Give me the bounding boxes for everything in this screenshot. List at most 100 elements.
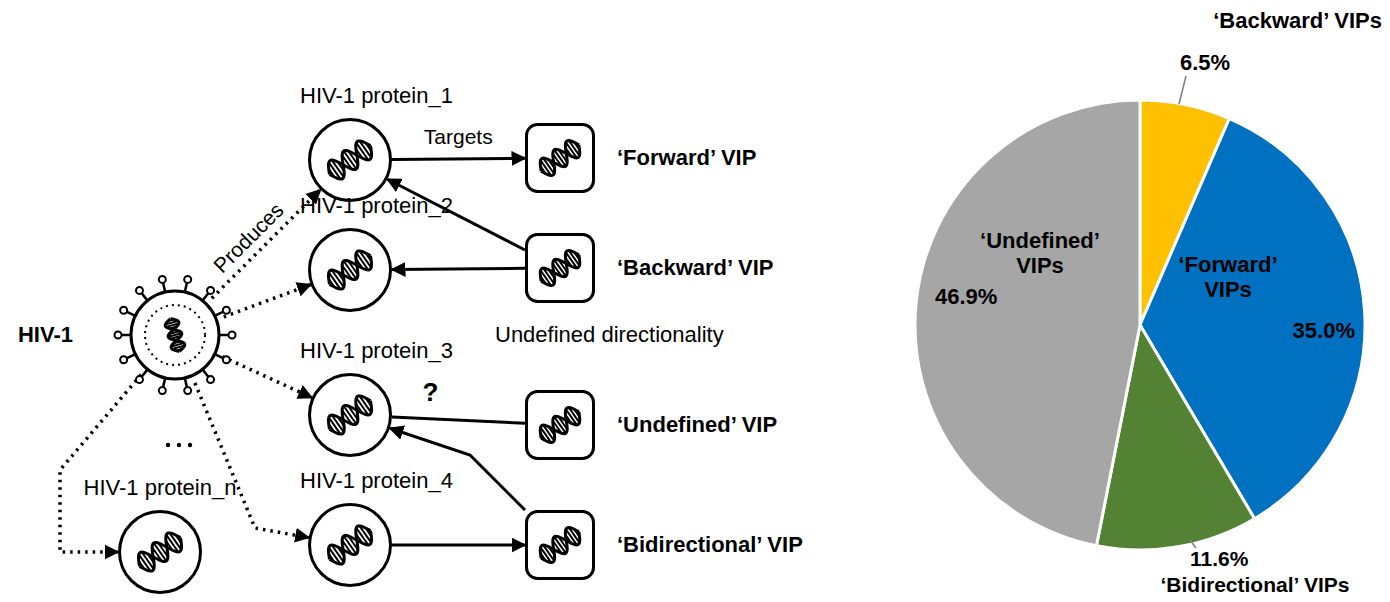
edge-label: Produces: [209, 198, 288, 277]
dna-strand: [164, 317, 186, 353]
produces-arrow: [195, 383, 309, 538]
dna-strand: [323, 137, 377, 184]
ellipsis-dot: [188, 443, 192, 447]
dna-strand: [323, 522, 377, 569]
dna-icon: [323, 137, 377, 184]
pie-label: ‘Bidirectional’ VIPs: [1160, 573, 1349, 597]
dna-strand: [133, 529, 187, 576]
virus-capsid: [145, 305, 205, 365]
dna-strand: [535, 404, 584, 447]
pie-label: 35.0%: [1293, 318, 1355, 343]
dna-strand: [535, 247, 584, 290]
virus-spike-head: [120, 307, 127, 314]
dna-strand: [323, 137, 377, 184]
pie-label: ‘Undefined’ VIPs: [978, 228, 1103, 279]
leader-line: [1179, 76, 1186, 104]
produces-arrow: [222, 357, 312, 398]
circle-border: [310, 120, 391, 201]
node-label: HIV-1 protein_1: [300, 84, 453, 108]
box-outline: [525, 123, 595, 193]
virus-spike-head: [223, 356, 230, 363]
box-border: [527, 235, 594, 302]
node-label: HIV-1: [18, 323, 73, 347]
dna-icon: [535, 247, 584, 290]
node-label: ‘Bidirectional’ VIP: [617, 533, 803, 557]
virus-spike-head: [184, 387, 191, 394]
circle-outline: [308, 373, 392, 457]
interaction-arrow: [392, 417, 525, 423]
pie-label: ‘Forward’ VIPs: [1168, 252, 1288, 303]
virus-envelope: [131, 291, 219, 379]
dna-icon: [535, 404, 584, 447]
protein-circle: HIV-1 protein_2: [308, 228, 392, 312]
dna-strand: [535, 524, 584, 567]
pie-chart: [915, 100, 1365, 550]
virus-drawing: [113, 273, 237, 397]
ellipsis-dot: [177, 443, 181, 447]
pie-label: 6.5%: [1180, 50, 1230, 75]
pie-label: ‘Backward’ VIPs: [1213, 8, 1382, 33]
dna-icon: [323, 247, 377, 294]
dna-icon: [323, 522, 377, 569]
protein-circle: HIV-1 protein_3: [308, 373, 392, 457]
interaction-arrow: [392, 544, 525, 547]
circle-outline: [308, 503, 392, 587]
leader-line: [1190, 540, 1196, 548]
circle-outline: [308, 118, 392, 202]
node-label: ‘Undefined’ VIP: [617, 413, 777, 437]
node-label: HIV-1 protein_2: [300, 194, 453, 218]
dna-icon: [535, 524, 584, 567]
dna-strand: [323, 247, 377, 294]
box-outline: [525, 390, 595, 460]
dna-strand: [323, 392, 377, 439]
dna-strand: [133, 529, 187, 576]
virus-spike-head: [136, 287, 143, 294]
virus-spike-head: [207, 287, 214, 294]
dna-strand: [535, 404, 584, 447]
dna-strand: [323, 247, 377, 294]
box-border: [527, 392, 594, 459]
pie-label: 11.6%: [1190, 547, 1248, 571]
circle-border: [310, 375, 391, 456]
dna-icon: [535, 137, 584, 180]
vip-box: ‘Undefined’ VIP: [525, 390, 595, 460]
node-label: HIV-1 protein_3: [300, 339, 453, 363]
dna-strand: [535, 137, 584, 180]
circle-outline: [308, 228, 392, 312]
protein-circle: HIV-1 protein_4: [308, 503, 392, 587]
node-label: HIV-1 protein_4: [300, 469, 453, 493]
protein-circle: HIV-1 protein_n: [118, 510, 202, 594]
produces-arrow: [224, 285, 311, 317]
node-label: ‘Forward’ VIP: [617, 146, 756, 170]
virus-spike-head: [159, 387, 166, 394]
box-outline: [525, 233, 595, 303]
virus-particle: HIV-1: [113, 273, 237, 397]
virus-spike-head: [159, 276, 166, 283]
virus-spike-head: [120, 356, 127, 363]
node-label: ‘Backward’ VIP: [617, 256, 774, 280]
dna-icon: [323, 392, 377, 439]
circle-border: [310, 230, 391, 311]
box-outline: [525, 510, 595, 580]
ellipsis-dot: [166, 443, 170, 447]
pie-slice: [915, 100, 1140, 546]
dna-strand: [323, 522, 377, 569]
virus-spike-head: [184, 276, 191, 283]
vip-box: ‘Backward’ VIP: [525, 233, 595, 303]
virus-spike-head: [223, 307, 230, 314]
vip-box: ‘Bidirectional’ VIP: [525, 510, 595, 580]
node-label: HIV-1 protein_n: [84, 476, 237, 500]
dna-icon: [164, 317, 186, 353]
box-border: [527, 125, 594, 192]
virus-spike-head: [207, 376, 214, 383]
circle-outline: [118, 510, 202, 594]
box-border: [527, 512, 594, 579]
edge-label: Targets: [424, 125, 493, 148]
dna-strand: [323, 392, 377, 439]
vip-box: ‘Forward’ VIP: [525, 123, 595, 193]
virus-spike-head: [115, 332, 122, 339]
interaction-arrow: [392, 268, 525, 269]
